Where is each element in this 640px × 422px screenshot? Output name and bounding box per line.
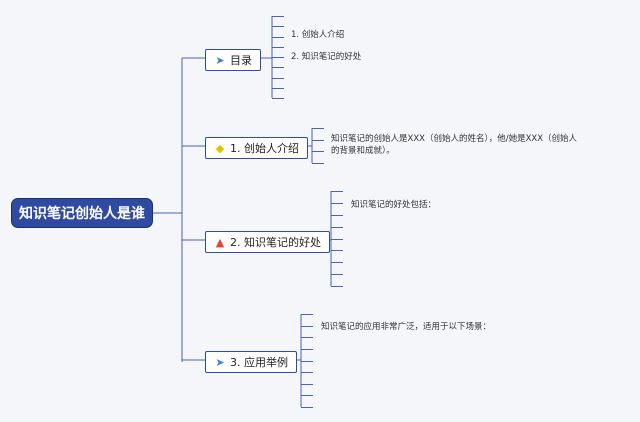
root-node[interactable]: 知识笔记创始人是谁: [12, 199, 152, 227]
paper-plane-icon: ➤: [215, 355, 225, 369]
branch-label: 1. 创始人介绍: [230, 142, 299, 155]
fire-icon: ▲: [215, 235, 225, 249]
paper-plane-icon: ➤: [215, 53, 225, 67]
branch-node-toc[interactable]: ➤ 目录: [205, 49, 261, 71]
leaf-item[interactable]: 知识笔记的创始人是XXX（创始人的姓名），他/她是XXX（创始人的背景和成就）。: [331, 134, 578, 156]
leaf-item[interactable]: 1. 创始人介绍: [291, 30, 345, 40]
leaf-item[interactable]: 2. 知识笔记的好处: [291, 52, 362, 62]
branch-label: 3. 应用举例: [230, 356, 288, 369]
branch-node-founder[interactable]: ◆ 1. 创始人介绍: [205, 137, 308, 159]
leaf-item[interactable]: 知识笔记的好处包括：: [351, 200, 437, 210]
branch-node-benefits[interactable]: ▲ 2. 知识笔记的好处: [205, 231, 330, 253]
branch-label: 2. 知识笔记的好处: [230, 236, 321, 249]
diamond-icon: ◆: [215, 141, 225, 155]
branch-node-examples[interactable]: ➤ 3. 应用举例: [205, 351, 297, 373]
branch-label: 目录: [230, 54, 252, 67]
leaf-item[interactable]: 知识笔记的应用非常广泛，适用于以下场景：: [321, 322, 492, 332]
